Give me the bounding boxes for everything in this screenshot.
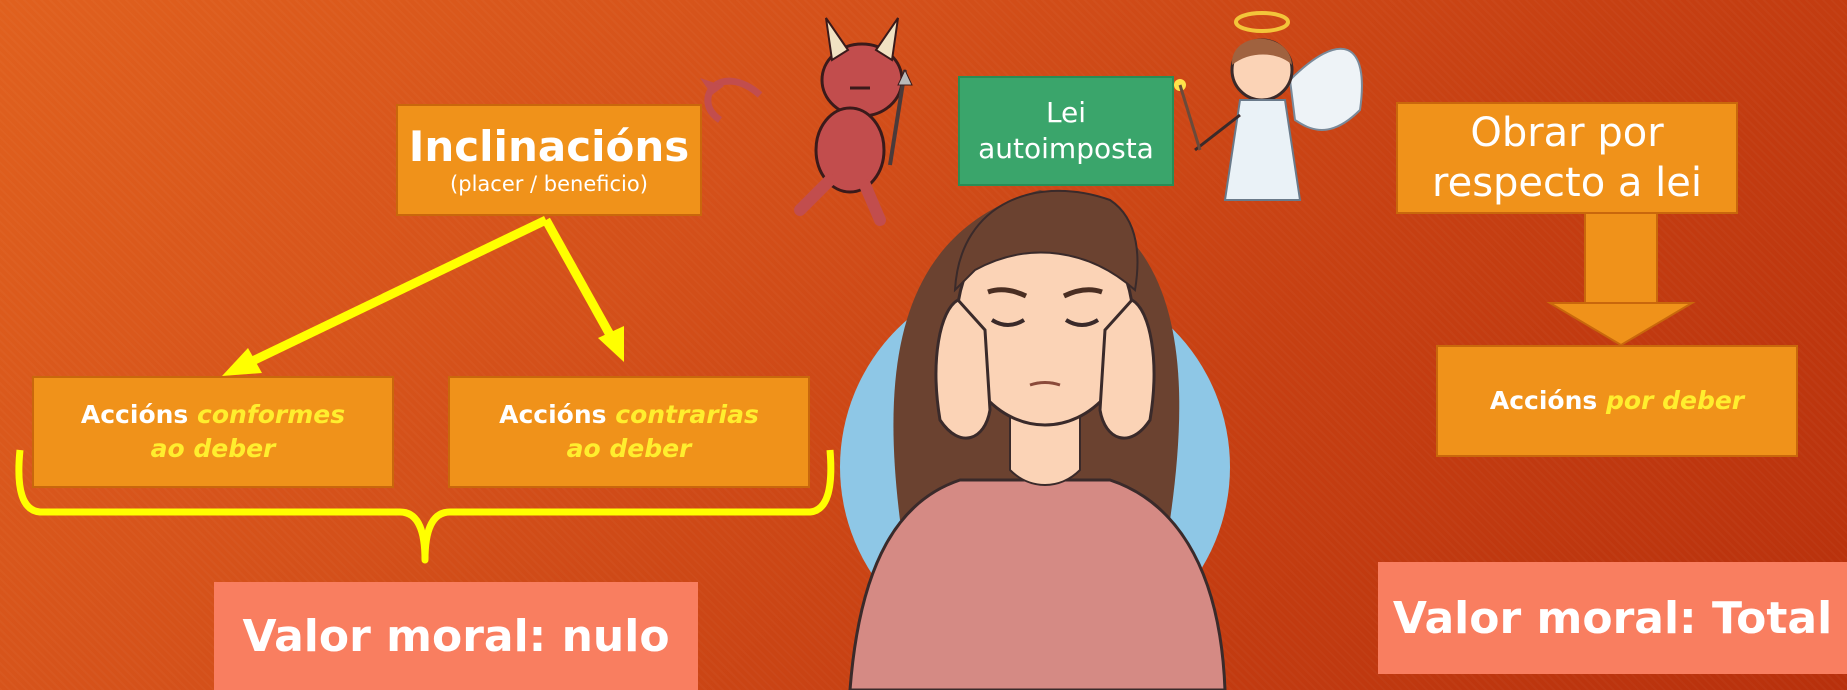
lei-line1: Lei [1045,96,1087,129]
accions-conformes-box: Accións conformes ao deber [32,376,394,488]
accions-por-deber-hl: por deber [1606,386,1745,415]
accions-conformes-hl1: conformes [197,400,346,429]
accions-contrarias-box: Accións contrarias ao deber [448,376,810,488]
lei-line2: autoimposta [978,132,1154,165]
valor-moral-total: Valor moral: Total [1378,562,1847,674]
accions-por-deber-line: Accións por deber [1490,384,1744,418]
obrar-line2: respecto a lei [1432,160,1702,206]
woman-illustration [840,189,1230,690]
valor-moral-nulo: Valor moral: nulo [214,582,698,690]
obrar-line1: Obrar por [1470,110,1664,156]
accions-contrarias-lead: Accións [499,400,607,429]
accions-conformes-line1: Accións conformes [81,398,345,432]
inclinacions-title: Inclinacións [408,122,690,171]
angel-illustration [1174,11,1363,201]
accions-contrarias-line1: Accións contrarias [499,398,759,432]
inclinacions-subtitle: (placer / beneficio) [450,172,648,196]
curly-brace [15,449,835,564]
accions-por-deber-lead: Accións [1489,386,1598,415]
down-arrow [1546,212,1696,347]
accions-por-deber-box: Accións por deber [1436,345,1798,457]
lei-autoimposta-box: Lei autoimposta [958,76,1174,186]
devil-illustration [700,17,913,226]
accions-conformes-lead: Accións [80,400,189,429]
inclinacions-box: Inclinacións (placer / beneficio) [396,104,702,216]
accions-contrarias-hl2: ao deber [566,434,692,463]
accions-conformes-hl2: ao deber [150,434,276,463]
inclination-arrows [222,215,624,376]
obrar-box: Obrar por respecto a lei [1396,102,1738,214]
accions-contrarias-hl1: contrarias [615,400,759,429]
